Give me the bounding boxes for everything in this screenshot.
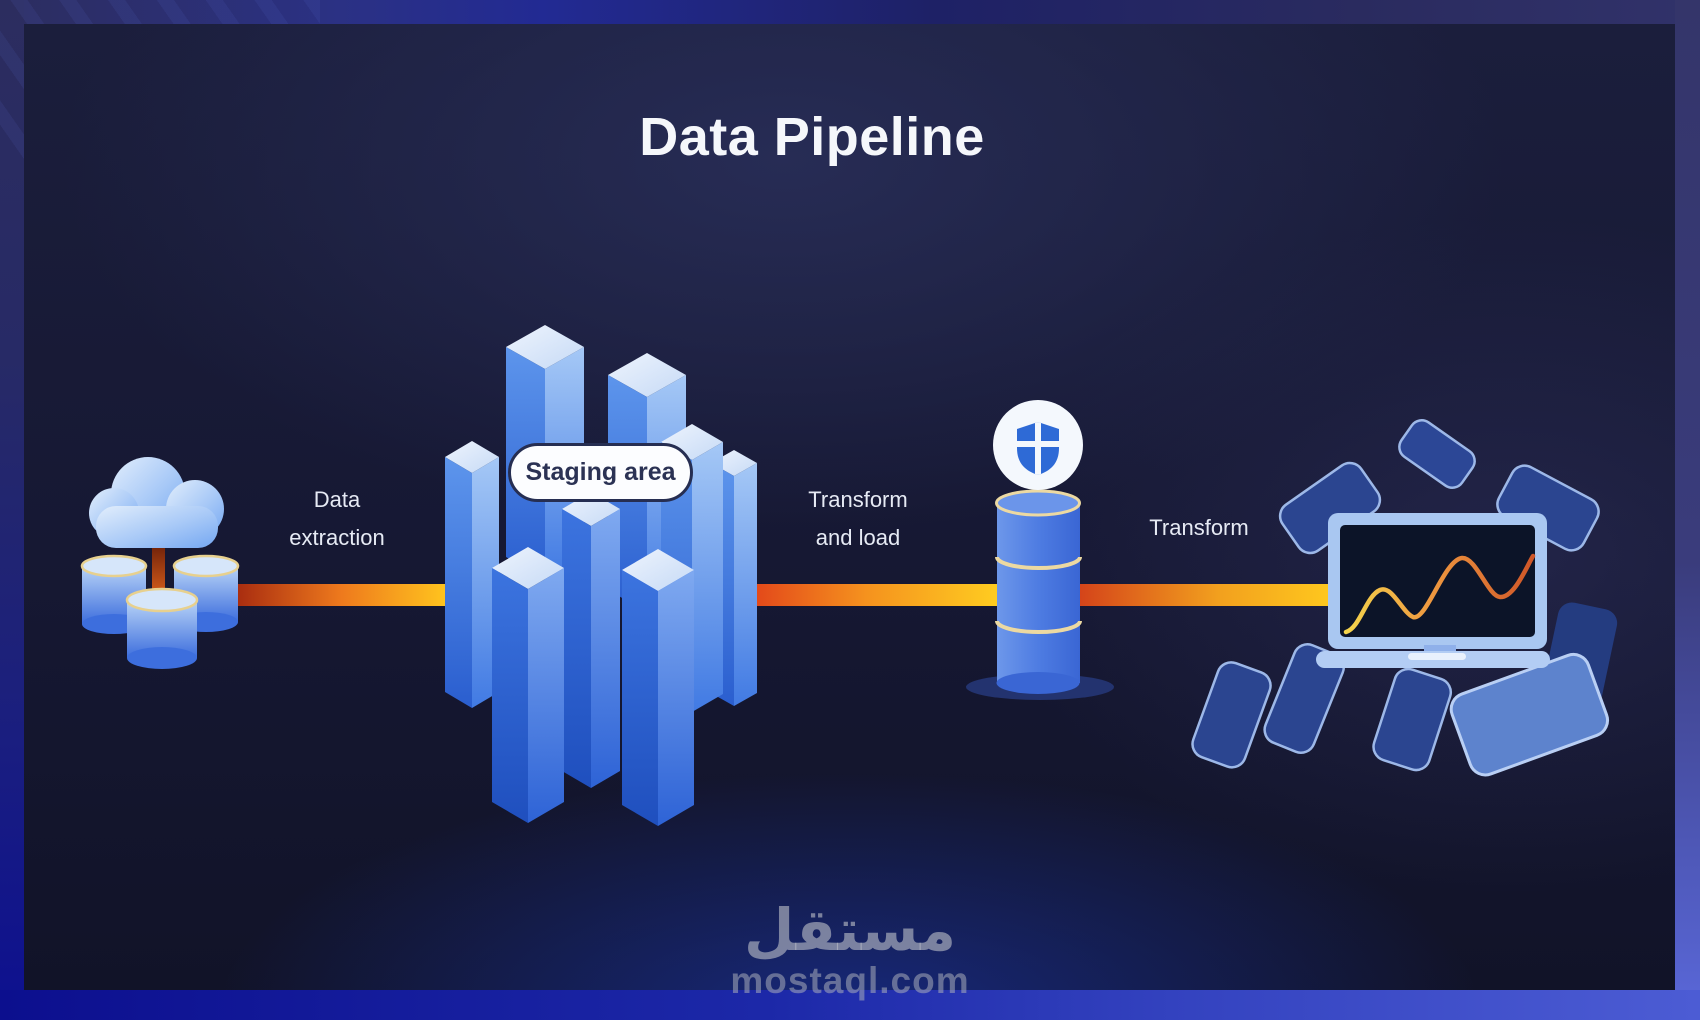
- staging-pillars-icon: [445, 325, 757, 826]
- page-title: Data Pipeline: [639, 107, 985, 167]
- frame-border-left: [0, 0, 24, 1020]
- frame-border-top: [0, 0, 1700, 24]
- database-cylinders-icon: [80, 554, 240, 669]
- label-data-extraction-line2: extraction: [289, 525, 385, 550]
- label-transform-and-load-line2: and load: [815, 525, 901, 550]
- laptop-icon: [1316, 513, 1550, 668]
- staging-area-badge: Staging area: [508, 443, 693, 502]
- watermark-brand-arabic: مستقل: [743, 896, 957, 964]
- label-transform-line: Transform: [1149, 515, 1249, 540]
- data-cards-icon: [1191, 419, 1618, 777]
- pipeline-flow-icon: [238, 584, 1334, 606]
- diagram-panel: [24, 24, 1675, 990]
- data-source: [80, 457, 240, 669]
- label-transform: Transform: [1149, 509, 1248, 547]
- chart-line-icon: [1343, 553, 1536, 635]
- database-stack-icon: [966, 400, 1114, 700]
- staging-area-label: Staging area: [525, 458, 676, 486]
- frame-border-right: [1675, 0, 1700, 1020]
- watermark-domain: mostaql.com: [730, 960, 970, 1001]
- label-transform-and-load: Transform and load: [808, 481, 907, 557]
- cloud-icon: [89, 457, 224, 548]
- frame-border-bottom: [0, 990, 1700, 1020]
- label-transform-and-load-line1: Transform: [808, 487, 908, 512]
- shield-icon: [993, 400, 1083, 490]
- label-data-extraction-line1: Data: [313, 487, 361, 512]
- label-data-extraction: Data extraction: [289, 481, 384, 557]
